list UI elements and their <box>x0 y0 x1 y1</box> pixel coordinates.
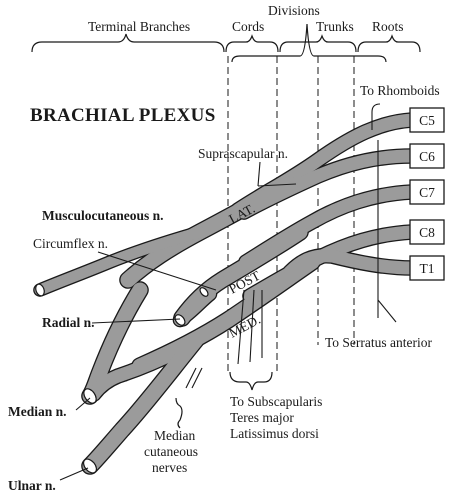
nerve-network <box>33 112 420 475</box>
region-label-roots: Roots <box>372 19 404 34</box>
region-label-divisions: Divisions <box>268 3 320 18</box>
region-label-terminal-branches: Terminal Branches <box>88 19 190 34</box>
label-ulnar: Ulnar n. <box>8 478 56 493</box>
label-median-cut-3: nerves <box>152 460 187 475</box>
root-box-c5 <box>409 107 445 133</box>
label-serratus: To Serratus anterior <box>325 335 433 350</box>
label-median-cut-1: Median <box>154 428 195 443</box>
label-to-rhomboids: To Rhomboids <box>360 83 440 98</box>
root-box-c6 <box>409 143 445 169</box>
label-teres-major: Teres major <box>230 410 294 425</box>
radial-leader <box>91 318 181 324</box>
region-label-cords: Cords <box>232 19 264 34</box>
ulnar-leader <box>59 467 89 481</box>
median-leader <box>75 397 91 411</box>
label-suprascapular: Suprascapular n. <box>198 146 288 161</box>
root-label-c7: C7 <box>419 185 435 200</box>
median-medial-root <box>87 345 183 401</box>
brace-divisions <box>231 23 387 63</box>
root-box-c7 <box>409 179 445 205</box>
musculocutaneous-nerve <box>34 226 206 296</box>
label-median-cut-2: cutaneous <box>144 444 198 459</box>
circumflex-cut-end <box>199 287 209 297</box>
label-radial: Radial n. <box>42 315 95 330</box>
suprascapular-twig <box>257 183 297 187</box>
subscapular-twigs <box>237 289 263 365</box>
radial-cut-end <box>174 314 186 326</box>
serratus-lead <box>377 299 397 323</box>
root-label-c8: C8 <box>419 225 435 240</box>
label-subscapularis: To Subscapularis <box>230 394 322 409</box>
musculocutaneous-cut-end <box>35 283 45 297</box>
subscapular-brace <box>229 371 273 391</box>
region-label-trunks: Trunks <box>316 19 354 34</box>
label-latissimus: Latissimus dorsi <box>230 426 319 441</box>
region-braces <box>31 23 421 63</box>
brace-trunks <box>279 34 357 53</box>
root-box-c8 <box>409 219 445 245</box>
median-cut-end <box>83 388 97 404</box>
ulnar-nerve <box>82 332 204 474</box>
brace-roots <box>357 34 421 53</box>
label-musculocutaneous: Musculocutaneous n. <box>42 208 164 223</box>
label-circumflex: Circumflex n. <box>33 236 108 251</box>
cord-lateral <box>120 176 298 288</box>
median-cutaneous-brace <box>175 397 183 429</box>
median-cutaneous-twigs <box>185 367 203 389</box>
root-label-c5: C5 <box>419 113 435 128</box>
circumflex-leader <box>97 251 217 291</box>
rhomboid-twig <box>371 103 381 130</box>
brace-terminal-branches <box>31 33 225 53</box>
root-label-t1: T1 <box>420 261 435 276</box>
diagram-title: BRACHIAL PLEXUS <box>30 105 216 126</box>
root-box-t1 <box>409 255 445 281</box>
label-median: Median n. <box>8 404 67 419</box>
brace-cords <box>225 34 279 53</box>
root-label-c6: C6 <box>419 149 435 164</box>
